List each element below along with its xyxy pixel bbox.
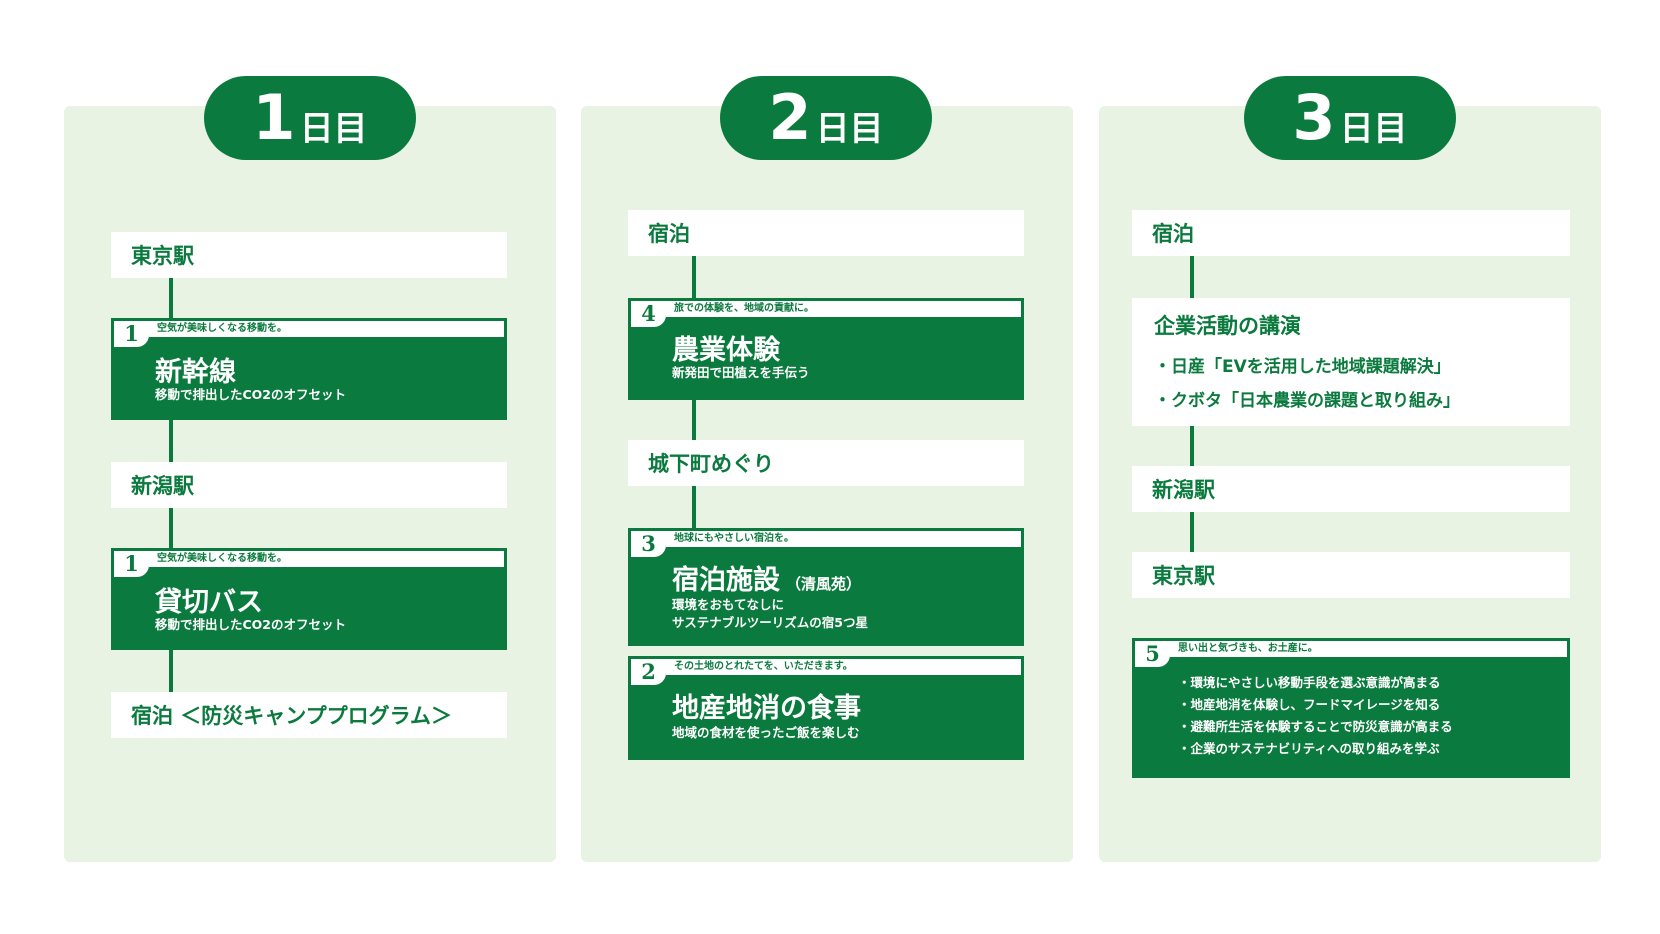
stop-lodging: 宿泊: [1132, 210, 1570, 256]
card-description: 新発田で田植えを手伝う: [672, 365, 810, 380]
takeaway-item: ・環境にやさしい移動手段を選ぶ意識が高まる: [1178, 675, 1441, 690]
stop-niigata-station: 新潟駅: [1132, 466, 1570, 512]
stop-label: 宿泊: [648, 222, 690, 246]
card-description: 環境をおもてなしに: [672, 597, 785, 612]
stop-label: 東京駅: [1152, 564, 1215, 588]
card-tagline: 空気が美味しくなる移動を。: [149, 551, 504, 567]
day2-number: 2: [768, 81, 812, 154]
card-tagline: 思い出と気づきも、お土産に。: [1170, 641, 1567, 657]
card-number-badge: 5: [1135, 641, 1170, 667]
activity-card-local-food: 2 その土地のとれたてを、いただきます。 地産地消の食事 地域の食材を使ったご飯…: [628, 656, 1024, 760]
takeaway-item: ・企業のサステナビリティへの取り組みを学ぶ: [1178, 741, 1440, 756]
connector-line: [1190, 426, 1194, 466]
activity-card-farming: 4 旅での体験を、地域の貢献に。 農業体験 新発田で田植えを手伝う: [628, 298, 1024, 400]
connector-line: [692, 486, 696, 530]
card-tagline: 地球にもやさしい宿泊を。: [666, 531, 1021, 547]
activity-card-lodging-facility: 3 地球にもやさしい宿泊を。 宿泊施設 （清風苑） 環境をおもてなしに サステナブ…: [628, 528, 1024, 646]
activity-card-charter-bus: 1 空気が美味しくなる移動を。 貸切バス 移動で排出したCO2のオフセット: [111, 548, 507, 650]
stop-tokyo-station: 東京駅: [1132, 552, 1570, 598]
lecture-title: 企業活動の講演: [1154, 314, 1301, 338]
connector-line: [169, 650, 173, 692]
day3-unit: 日目: [1339, 108, 1408, 149]
card-title-text: 宿泊施設: [672, 565, 780, 596]
stop-label: 新潟駅: [131, 474, 194, 498]
connector-line: [1190, 256, 1194, 298]
connector-line: [169, 420, 173, 462]
card-description: 移動で排出したCO2のオフセット: [155, 617, 346, 632]
connector-line: [692, 400, 696, 440]
day1-number: 1: [252, 81, 296, 154]
card-title: 農業体験: [672, 335, 780, 366]
lecture-item: ・クボタ「日本農業の課題と取り組み」: [1154, 391, 1460, 411]
day2-unit: 日目: [815, 108, 884, 149]
stop-label: 新潟駅: [1152, 478, 1215, 502]
takeaways-card: 5 思い出と気づきも、お土産に。 ・環境にやさしい移動手段を選ぶ意識が高まる ・…: [1132, 638, 1570, 778]
stop-castle-town: 城下町めぐり: [628, 440, 1024, 486]
day3-number: 3: [1292, 81, 1336, 154]
card-title: 新幹線: [155, 357, 236, 388]
card-title: 地産地消の食事: [672, 693, 861, 724]
stop-label: 東京駅: [131, 244, 194, 268]
card-number-badge: 3: [631, 531, 666, 557]
takeaway-item: ・地産地消を体験し、フードマイレージを知る: [1178, 697, 1441, 712]
stop-niigata-station: 新潟駅: [111, 462, 507, 508]
card-tagline: その土地のとれたてを、いただきます。: [666, 659, 1021, 675]
connector-line: [1190, 512, 1194, 552]
day1-unit: 日目: [299, 108, 368, 149]
stop-label: 宿泊: [1152, 222, 1194, 246]
card-description: サステナブルツーリズムの宿5つ星: [672, 615, 868, 630]
stop-lodging-camp: 宿泊 ＜防災キャンププログラム＞: [111, 692, 507, 738]
connector-line: [169, 508, 173, 550]
card-tagline: 空気が美味しくなる移動を。: [149, 321, 504, 337]
card-title: 貸切バス: [155, 587, 263, 618]
stop-label: 宿泊 ＜防災キャンププログラム＞: [131, 704, 453, 728]
stop-tokyo-station: 東京駅: [111, 232, 507, 278]
card-description: 地域の食材を使ったご飯を楽しむ: [672, 725, 860, 740]
card-number-badge: 2: [631, 659, 666, 685]
card-tagline: 旅での体験を、地域の貢献に。: [666, 301, 1021, 317]
activity-card-shinkansen: 1 空気が美味しくなる移動を。 新幹線 移動で排出したCO2のオフセット: [111, 318, 507, 420]
card-title: 宿泊施設 （清風苑）: [672, 558, 861, 597]
card-number-badge: 4: [631, 301, 666, 327]
stop-label: 城下町めぐり: [648, 452, 774, 476]
card-title-note: （清風苑）: [786, 575, 862, 593]
lecture-item: ・日産「EVを活用した地域課題解決」: [1154, 357, 1451, 377]
takeaways-list: ・環境にやさしい移動手段を選ぶ意識が高まる ・地産地消を体験し、フードマイレージ…: [1178, 672, 1453, 760]
card-number-badge: 1: [114, 321, 149, 347]
card-number-badge: 1: [114, 551, 149, 577]
stop-lodging: 宿泊: [628, 210, 1024, 256]
lecture-box: 企業活動の講演 ・日産「EVを活用した地域課題解決」 ・クボタ「日本農業の課題と…: [1132, 298, 1570, 426]
card-description: 移動で排出したCO2のオフセット: [155, 387, 346, 402]
takeaway-item: ・避難所生活を体験することで防災意識が高まる: [1178, 719, 1453, 734]
connector-line: [692, 256, 696, 300]
connector-line: [169, 278, 173, 320]
